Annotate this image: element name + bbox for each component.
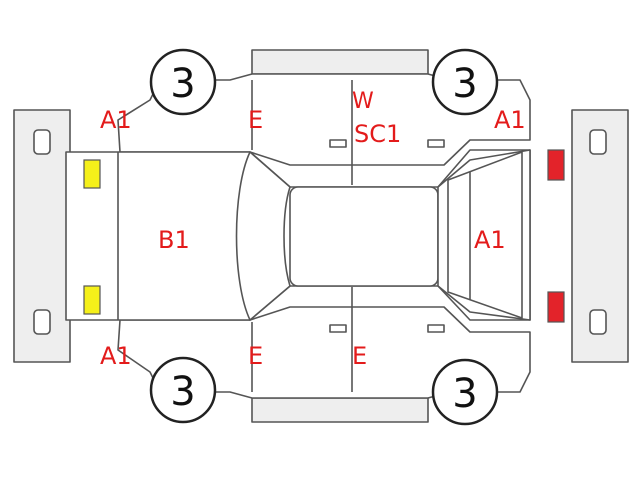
- tire-rear-right: 3: [431, 358, 499, 426]
- roof: [289, 186, 439, 287]
- damage-door-front-bottom: E: [248, 342, 263, 370]
- rear-lamp-bottom: [547, 291, 565, 323]
- damage-fender-front-left: A1: [100, 106, 132, 134]
- top-side-strip: [251, 49, 429, 75]
- tire-front-right-grade: 3: [452, 61, 477, 107]
- tire-front-right: 3: [431, 48, 499, 116]
- rear-lamp-top: [547, 149, 565, 181]
- damage-hood: B1: [158, 226, 190, 254]
- tire-rear-left: 3: [149, 356, 217, 424]
- damage-door-rear-bottom: E: [352, 342, 367, 370]
- damage-roof-top: W: [352, 89, 374, 114]
- damage-fender-rear-right: A1: [494, 106, 526, 134]
- top-handle-rear: [427, 139, 445, 148]
- damage-door-rear-top: SC1: [354, 120, 401, 148]
- windshield: [235, 151, 291, 321]
- rear-glass: [447, 151, 523, 319]
- front-lamp-bottom: [83, 285, 101, 315]
- damage-rear-glass: A1: [474, 226, 506, 254]
- rear-bumper: [571, 109, 629, 363]
- tire-rear-left-grade: 3: [170, 369, 195, 415]
- front-lamp-top: [83, 159, 101, 189]
- bottom-handle-front: [329, 324, 347, 333]
- tire-front-left: 3: [149, 48, 217, 116]
- top-handle-front: [329, 139, 347, 148]
- tire-rear-right-grade: 3: [452, 371, 477, 417]
- tire-front-left-grade: 3: [170, 61, 195, 107]
- front-bumper: [13, 109, 71, 363]
- damage-door-front-top: E: [248, 106, 263, 134]
- bottom-side-strip: [251, 397, 429, 423]
- bottom-handle-rear: [427, 324, 445, 333]
- damage-fender-front-bottom: A1: [100, 342, 132, 370]
